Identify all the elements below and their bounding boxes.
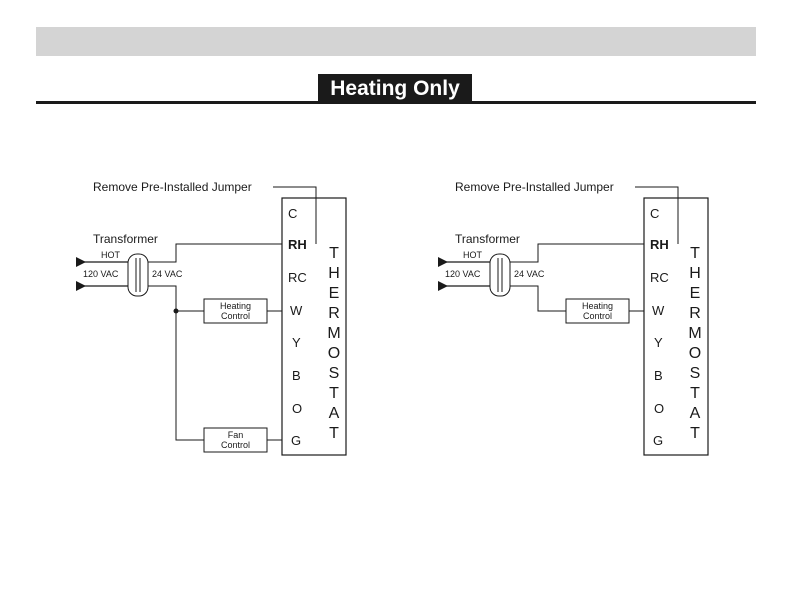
left-wiring-diagram: C RH RC W Y B O G T H E R M O S T A T Re… bbox=[83, 180, 346, 455]
right-thermostat-letter: T bbox=[690, 245, 700, 262]
left-hot-label: HOT bbox=[101, 250, 121, 260]
right-jumper-note: Remove Pre-Installed Jumper bbox=[455, 180, 614, 194]
right-wire-rh bbox=[510, 244, 644, 262]
left-thermostat-letter: M bbox=[327, 325, 340, 342]
left-thermostat-letter: T bbox=[329, 425, 339, 442]
left-thermostat-letter: A bbox=[329, 405, 340, 422]
left-terminal-c: C bbox=[288, 206, 297, 221]
right-terminal-rc: RC bbox=[650, 270, 669, 285]
right-primary-voltage: 120 VAC bbox=[445, 269, 481, 279]
right-terminal-g: G bbox=[653, 433, 663, 448]
right-terminal-b: B bbox=[654, 368, 663, 383]
left-thermostat-letter: R bbox=[328, 305, 340, 322]
left-thermostat-letter: E bbox=[329, 285, 340, 302]
right-terminal-w: W bbox=[652, 303, 665, 318]
right-terminal-o: O bbox=[654, 401, 664, 416]
left-thermostat-letter: S bbox=[329, 365, 340, 382]
left-primary-voltage: 120 VAC bbox=[83, 269, 119, 279]
right-wiring-diagram: C RH RC W Y B O G T H E R M O S T A T Re… bbox=[445, 180, 708, 455]
right-wire-common bbox=[510, 286, 566, 311]
right-secondary-voltage: 24 VAC bbox=[514, 269, 545, 279]
left-thermostat-letter: T bbox=[329, 385, 339, 402]
right-thermostat-letter: T bbox=[690, 425, 700, 442]
left-heating-control-line2: Control bbox=[221, 311, 250, 321]
left-wire-rh bbox=[148, 244, 282, 262]
left-junction-dot bbox=[174, 309, 179, 314]
right-heating-control-line1: Heating bbox=[582, 301, 613, 311]
left-thermostat-letter: H bbox=[328, 265, 340, 282]
left-heating-control-line1: Heating bbox=[220, 301, 251, 311]
right-hot-label: HOT bbox=[463, 250, 483, 260]
left-thermostat-letter: O bbox=[328, 345, 340, 362]
left-terminal-g: G bbox=[291, 433, 301, 448]
right-thermostat-letter: R bbox=[689, 305, 701, 322]
left-terminal-b: B bbox=[292, 368, 301, 383]
left-fan-control-line1: Fan bbox=[228, 430, 244, 440]
left-terminal-y: Y bbox=[292, 335, 301, 350]
right-thermostat-letter: T bbox=[690, 385, 700, 402]
right-terminal-rh: RH bbox=[650, 237, 669, 252]
left-terminal-w: W bbox=[290, 303, 303, 318]
left-transformer-label: Transformer bbox=[93, 232, 158, 246]
right-heating-control-line2: Control bbox=[583, 311, 612, 321]
left-fan-control-line2: Control bbox=[221, 440, 250, 450]
right-thermostat-letter: H bbox=[689, 265, 701, 282]
left-transformer-icon bbox=[128, 254, 148, 296]
left-terminal-rc: RC bbox=[288, 270, 307, 285]
right-transformer-label: Transformer bbox=[455, 232, 520, 246]
right-terminal-y: Y bbox=[654, 335, 663, 350]
left-jumper-note: Remove Pre-Installed Jumper bbox=[93, 180, 252, 194]
left-secondary-voltage: 24 VAC bbox=[152, 269, 183, 279]
right-thermostat-letter: E bbox=[690, 285, 701, 302]
left-terminal-rh: RH bbox=[288, 237, 307, 252]
right-thermostat-letter: M bbox=[688, 325, 701, 342]
left-thermostat-letter: T bbox=[329, 245, 339, 262]
right-thermostat-letter: A bbox=[690, 405, 701, 422]
left-terminal-o: O bbox=[292, 401, 302, 416]
right-terminal-c: C bbox=[650, 206, 659, 221]
right-thermostat-letter: S bbox=[690, 365, 701, 382]
right-thermostat-letter: O bbox=[689, 345, 701, 362]
right-transformer-icon bbox=[490, 254, 510, 296]
